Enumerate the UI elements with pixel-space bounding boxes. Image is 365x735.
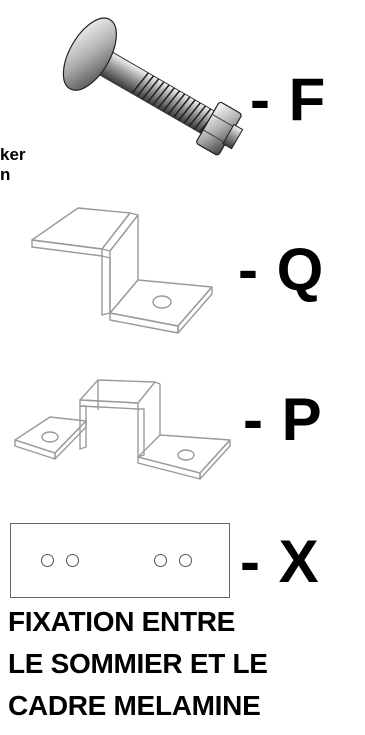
hole-icon xyxy=(154,554,167,567)
caption-line-3: CADRE MELAMINE xyxy=(8,687,363,725)
hole-icon xyxy=(179,554,192,567)
hole-icon xyxy=(66,554,79,567)
item-label-x: - X xyxy=(240,532,320,592)
partial-text-line-2: n xyxy=(0,165,10,184)
u-bracket-icon xyxy=(10,375,240,485)
z-bracket-icon xyxy=(30,205,220,340)
item-label-f: - F xyxy=(250,70,326,130)
hole-icon xyxy=(41,554,54,567)
flat-plate-icon xyxy=(10,523,230,598)
item-label-p: - P xyxy=(243,390,323,450)
caption-line-2: LE SOMMIER ET LE xyxy=(8,645,363,683)
carriage-bolt-icon xyxy=(40,10,260,175)
caption-line-1: FIXATION ENTRE xyxy=(8,603,363,641)
partial-text-line-1: ker xyxy=(0,145,26,164)
item-label-q: - Q xyxy=(238,240,324,300)
